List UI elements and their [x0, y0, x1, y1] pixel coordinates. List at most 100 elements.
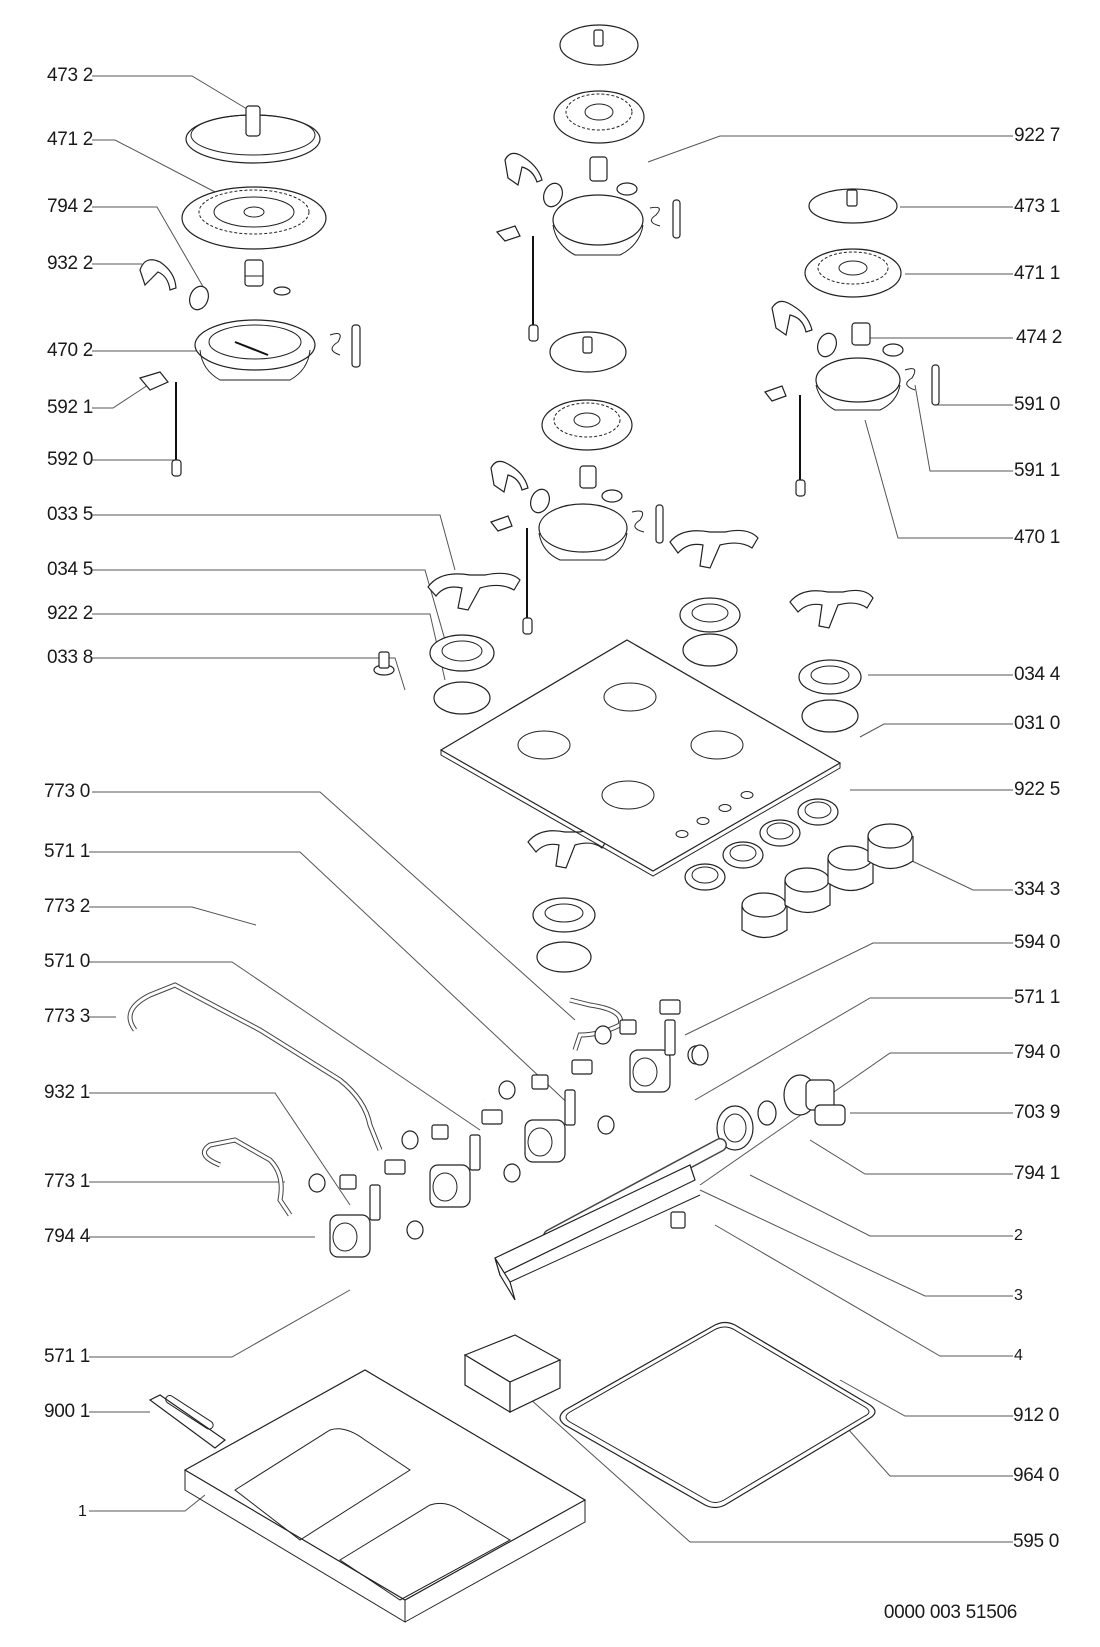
- seal-top-right: [682, 633, 738, 667]
- burner-cap-473-1: [808, 188, 898, 224]
- nut-2: [716, 1105, 754, 1151]
- callout-571-1-lower: 571 1: [43, 1346, 90, 1367]
- document-number: 0000 003 51506: [883, 1602, 1017, 1623]
- seal-ring-794-2: [188, 285, 210, 311]
- gas-pipe-773-2: [247, 906, 487, 1101]
- burner-cap-473-2: [185, 105, 321, 164]
- callout-794-0: 794 0: [1014, 1042, 1061, 1063]
- spring-clip-591-1: [904, 368, 916, 391]
- spreader-ring-top-right: [679, 597, 741, 633]
- callout-473-1: 473 1: [1014, 196, 1061, 217]
- bracket-900-1: [148, 1394, 227, 1449]
- callout-592-0: 592 0: [46, 449, 93, 470]
- pan-support-front: [527, 829, 609, 869]
- electrode-591-0: [931, 364, 940, 406]
- callout-922-7: 922 7: [1014, 125, 1061, 146]
- clip: [495, 225, 521, 242]
- callout-595-0: 595 0: [1013, 1531, 1060, 1552]
- spreader-ring-034-4: [798, 659, 862, 695]
- gas-pipe-773-3: [127, 982, 383, 1151]
- spring-clip: [329, 333, 341, 356]
- callout-2: 2: [1014, 1227, 1023, 1244]
- callout-932-1: 932 1: [43, 1082, 90, 1103]
- callout-794-1: 794 1: [1014, 1163, 1061, 1184]
- callout-794-4: 794 4: [43, 1226, 90, 1247]
- washer: [273, 286, 291, 296]
- callout-703-9: 703 9: [1014, 1102, 1061, 1123]
- callout-773-0: 773 0: [43, 781, 90, 802]
- callout-571-1-right: 571 1: [1014, 987, 1061, 1008]
- gasket-964-0: [559, 1321, 876, 1509]
- callout-591-1: 591 1: [1014, 460, 1061, 481]
- clip: [490, 460, 529, 493]
- callout-571-0: 571 0: [43, 951, 90, 972]
- gas-pipe-773-0: [569, 997, 624, 1051]
- burner-body-470-2: [194, 319, 316, 381]
- clip: [764, 385, 787, 402]
- gas-pipe-773-1: [201, 1137, 293, 1217]
- callout-034-5: 034 5: [46, 559, 93, 580]
- callout-964-0: 964 0: [1013, 1465, 1060, 1486]
- spring-clip: [649, 206, 661, 227]
- callout-034-4: 034 4: [1014, 664, 1061, 685]
- burner-cap-middle: [549, 331, 627, 373]
- callout-591-0: 591 0: [1014, 394, 1061, 415]
- seal-794-1: [757, 1100, 777, 1126]
- clip-932-2: [139, 259, 177, 291]
- spring-clip: [631, 510, 645, 533]
- callout-471-1: 471 1: [1014, 263, 1061, 284]
- foot-033-8: [373, 651, 395, 676]
- pan-support-top-right: [669, 529, 759, 569]
- callout-334-3: 334 3: [1014, 879, 1061, 900]
- seal-922-2: [433, 681, 491, 715]
- control-knobs-334-3: [741, 823, 914, 939]
- callout-912-0: 912 0: [1013, 1405, 1060, 1426]
- callout-471-2: 471 2: [46, 129, 93, 150]
- callout-932-2: 932 2: [46, 253, 93, 274]
- callout-594-0: 594 0: [1014, 932, 1061, 953]
- gas-tap-571-1-left: [329, 1184, 381, 1258]
- seal-front: [536, 941, 592, 973]
- seal-794-0: [691, 1044, 709, 1066]
- washer: [601, 489, 623, 503]
- injector-474-2: [851, 322, 871, 346]
- control-box-595-0: [463, 1334, 562, 1414]
- inlet-elbow-703-9: [783, 1074, 846, 1126]
- gas-tap-571-0: [429, 1134, 481, 1208]
- callout-773-3: 773 3: [43, 1006, 90, 1027]
- injector-474: [244, 259, 264, 287]
- callout-794-2: 794 2: [46, 196, 93, 217]
- base-tray-1: [183, 1369, 587, 1623]
- electrode: [672, 199, 681, 239]
- screw-912-0: [670, 1211, 686, 1229]
- thermocouple-592-0: [171, 382, 182, 477]
- burner-head-top-center: [553, 90, 645, 144]
- washer: [882, 343, 904, 357]
- injector: [579, 465, 597, 489]
- burner-body-470-1: [815, 357, 901, 411]
- gas-tap-571-1-middle: [524, 1089, 576, 1163]
- washer-922-7: [616, 182, 638, 196]
- burner-cap-top-center: [559, 24, 639, 66]
- callout-773-2: 773 2: [43, 896, 90, 917]
- clip-592-1: [138, 371, 169, 391]
- seal-ring: [529, 488, 551, 514]
- spreader-ring-034-5: [429, 634, 495, 672]
- gas-tap-571-1-right: [629, 1019, 676, 1093]
- callout-474-2: 474 2: [1016, 327, 1063, 348]
- clip: [490, 515, 513, 532]
- spreader-ring-front: [532, 897, 596, 933]
- clip: [771, 300, 813, 337]
- leader-lines-right: [519, 135, 1013, 1543]
- callout-922-2: 922 2: [46, 603, 93, 624]
- callout-773-1: 773 1: [43, 1171, 90, 1192]
- seal-right: [801, 699, 859, 733]
- thermocouple-middle: [522, 528, 533, 635]
- callout-3: 3: [1014, 1287, 1023, 1304]
- callout-922-5: 922 5: [1014, 779, 1061, 800]
- thermocouple-right: [795, 395, 806, 497]
- callout-470-2: 470 2: [46, 340, 93, 361]
- injector-top: [589, 156, 608, 182]
- pan-support-right: [789, 589, 874, 629]
- clip: [504, 152, 543, 187]
